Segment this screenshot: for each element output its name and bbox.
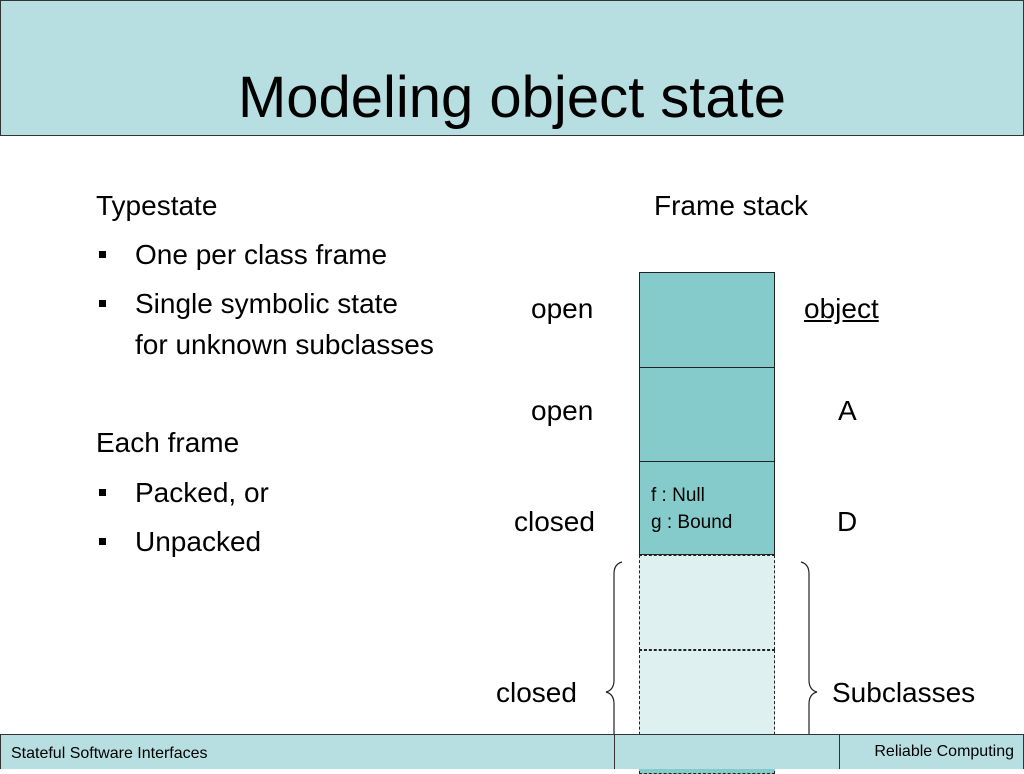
- frame-d: f : Null g : Bound: [639, 461, 775, 555]
- bullet-icon: [99, 300, 106, 307]
- bullet-icon: [99, 538, 106, 545]
- class-label-object: object: [804, 293, 879, 324]
- frame-subclass-2: [639, 650, 775, 745]
- bullet-unknown-subclasses-continuation: for unknown subclasses: [135, 329, 434, 360]
- footer-right-text: Reliable Computing: [874, 743, 1014, 760]
- state-label-subclasses: closed: [496, 677, 577, 708]
- right-brace-icon: [800, 561, 818, 756]
- frame-a: [639, 367, 775, 462]
- state-label-a: open: [531, 395, 594, 426]
- class-label-a: A: [838, 395, 857, 426]
- bullet-one-per-class-frame: One per class frame: [135, 239, 388, 270]
- title-bar: Modeling object state: [0, 0, 1024, 136]
- class-label-d: D: [837, 506, 858, 537]
- frame-subclass-1: [639, 555, 775, 650]
- state-label-object: open: [531, 293, 594, 324]
- field-g: g : Bound: [651, 512, 733, 533]
- footer-bar: Stateful Software Interfaces Reliable Co…: [0, 734, 1024, 769]
- frame-stack-heading: Frame stack: [654, 190, 809, 221]
- bullet-icon: [99, 489, 106, 496]
- class-label-subclasses: Subclasses: [832, 677, 976, 708]
- footer-divider: [839, 735, 840, 769]
- footer-divider: [614, 735, 615, 769]
- field-f: f : Null: [651, 485, 705, 506]
- bullet-packed: Packed, or: [135, 477, 269, 508]
- footer-left-text: Stateful Software Interfaces: [11, 745, 208, 762]
- each-frame-heading: Each frame: [96, 427, 240, 458]
- bullet-unpacked: Unpacked: [135, 526, 262, 557]
- bullet-icon: [99, 251, 106, 258]
- typestate-heading: Typestate: [96, 190, 218, 221]
- frame-object: [639, 272, 775, 368]
- slide-title: Modeling object state: [237, 65, 787, 130]
- left-brace-icon: [605, 561, 623, 756]
- state-label-d: closed: [514, 506, 595, 537]
- bullet-single-symbolic-state: Single symbolic state: [135, 288, 399, 319]
